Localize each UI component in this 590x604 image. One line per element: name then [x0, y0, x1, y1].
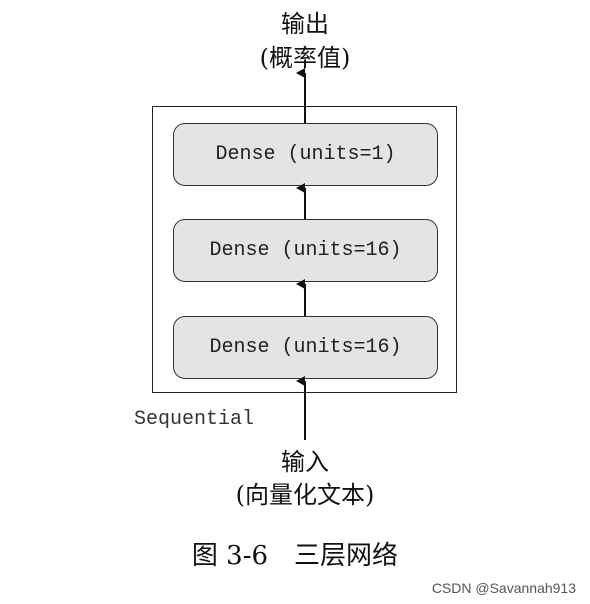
input-label: 输入 — [281, 448, 329, 476]
sequential-label: Sequential — [134, 408, 255, 431]
output-label: 输出 — [281, 10, 329, 38]
figure-caption: 图 3-6 三层网络 — [191, 541, 399, 571]
dense-layer-hidden-1: Dense (units=16) — [173, 316, 438, 379]
input-sublabel: (向量化文本) — [235, 481, 375, 509]
dense-layer-hidden-2: Dense (units=16) — [173, 219, 438, 282]
dense-layer-output: Dense (units=1) — [173, 123, 438, 186]
output-sublabel: (概率值) — [259, 44, 351, 72]
watermark: CSDN @Savannah913 — [431, 580, 576, 596]
